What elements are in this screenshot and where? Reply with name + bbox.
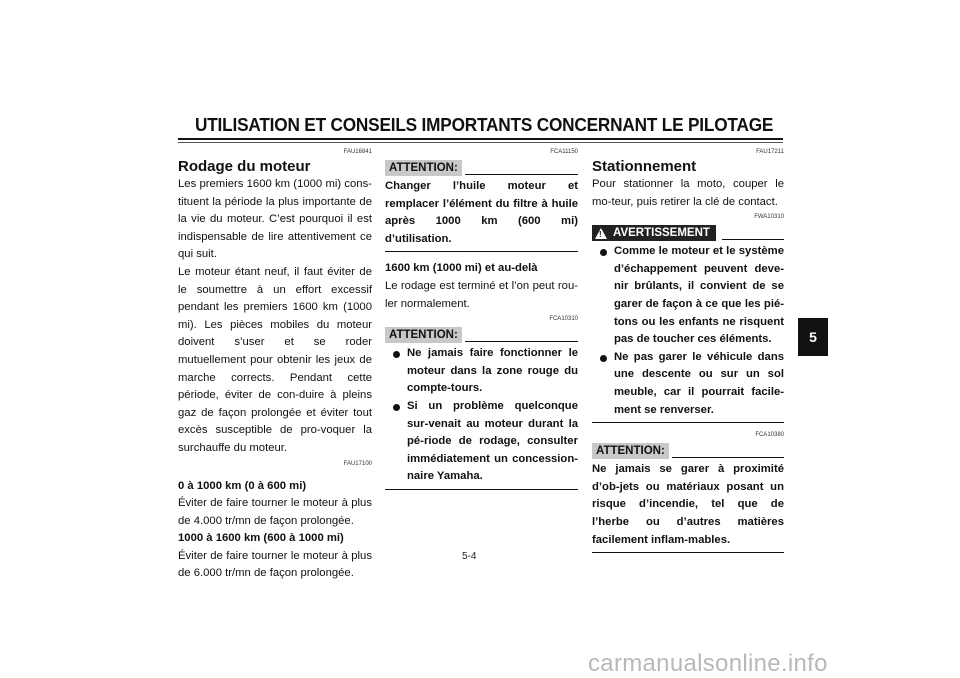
paragraph: Éviter de faire tourner le moteur à plus… bbox=[178, 497, 372, 527]
attention-label: ATTENTION: bbox=[592, 443, 669, 460]
attention-text: Changer l’huile moteur et remplacer l’él… bbox=[385, 180, 578, 245]
paragraph: Les premiers 1600 km (1000 mi) cons-titu… bbox=[178, 178, 372, 261]
reference-code: FAU17211 bbox=[756, 149, 784, 155]
reference-code: FAU16841 bbox=[343, 149, 372, 155]
bullet-icon bbox=[393, 351, 400, 359]
list-item: Si un problème quelconque sur-venait au … bbox=[385, 398, 578, 486]
chapter-title: UTILISATION ET CONSEILS IMPORTANTS CONCE… bbox=[195, 114, 774, 135]
attention-rule bbox=[672, 457, 784, 459]
reference-code: FCA11150 bbox=[550, 149, 578, 155]
warning-label: AVERTISSEMENT bbox=[613, 227, 710, 240]
warning-header: ! AVERTISSEMENT bbox=[592, 223, 784, 243]
reference-code: FWA10310 bbox=[754, 214, 784, 221]
attention-rule bbox=[465, 341, 578, 343]
warning-end-rule bbox=[592, 422, 784, 424]
list-item: Comme le moteur et le système d’échappem… bbox=[592, 243, 784, 349]
reference-code: FAU17100 bbox=[343, 460, 372, 467]
attention-text: Ne jamais se garer à proximité d’ob-jets… bbox=[592, 463, 784, 546]
header-rule bbox=[178, 138, 783, 140]
warning-rule bbox=[722, 239, 784, 241]
column-2: FCA11150 ATTENTION: Changer l’huile mote… bbox=[385, 148, 578, 498]
page-number: 5-4 bbox=[462, 551, 477, 562]
section-heading-stationnement: Stationnement bbox=[592, 158, 697, 175]
column-1: FAU16841 Rodage du moteur Les premiers 1… bbox=[178, 148, 372, 583]
header-rule-thin bbox=[178, 142, 783, 143]
warning-triangle-icon: ! bbox=[595, 227, 607, 239]
attention-end-rule bbox=[385, 488, 578, 490]
bullet-icon bbox=[600, 354, 607, 362]
bullet-icon bbox=[393, 403, 400, 411]
subheading: 0 à 1000 km (0 à 600 mi) bbox=[178, 479, 307, 492]
attention-header: ATTENTION: bbox=[385, 325, 578, 345]
paragraph: Pour stationner la moto, couper le mo-te… bbox=[592, 178, 784, 208]
paragraph: Éviter de faire tourner le moteur à plus… bbox=[178, 549, 372, 580]
reference-code: FCA10310 bbox=[549, 316, 578, 323]
chapter-tab: 5 bbox=[798, 318, 828, 356]
attention-end-rule bbox=[592, 552, 784, 554]
list-item: Ne pas garer le véhicule dans une descen… bbox=[592, 349, 784, 419]
attention-end-rule bbox=[385, 251, 578, 253]
attention-label: ATTENTION: bbox=[385, 160, 462, 176]
attention-header: ATTENTION: bbox=[385, 158, 578, 178]
paragraph: Le rodage est terminé et l’on peut rou-l… bbox=[385, 279, 578, 310]
column-3: FAU17211 Stationnement Pour stationner l… bbox=[592, 148, 784, 561]
subheading: 1600 km (1000 mi) et au-delà bbox=[385, 262, 538, 275]
subheading: 1000 à 1600 km (600 à 1000 mi) bbox=[178, 532, 344, 545]
attention-list: Ne jamais faire fonctionner le moteur da… bbox=[385, 345, 578, 486]
list-item: Ne jamais faire fonctionner le moteur da… bbox=[385, 345, 578, 398]
attention-rule bbox=[465, 174, 578, 175]
reference-code: FCA10380 bbox=[755, 432, 784, 439]
attention-header: ATTENTION: bbox=[592, 441, 784, 461]
warning-badge: ! AVERTISSEMENT bbox=[592, 225, 716, 242]
bullet-icon bbox=[600, 249, 607, 257]
watermark: carmanualsonline.info bbox=[588, 650, 828, 677]
warning-list: Comme le moteur et le système d’échappem… bbox=[592, 243, 784, 419]
attention-label: ATTENTION: bbox=[385, 327, 462, 344]
section-heading-rodage: Rodage du moteur bbox=[178, 158, 311, 175]
paragraph: Le moteur étant neuf, il faut éviter de … bbox=[178, 265, 372, 454]
